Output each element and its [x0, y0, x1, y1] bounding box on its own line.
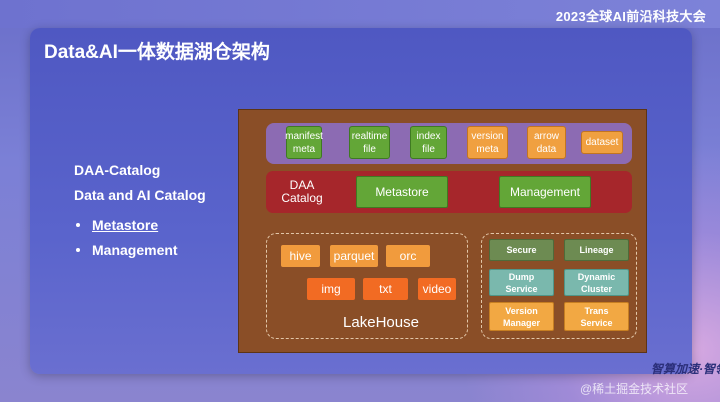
service-trans: Trans Service — [564, 302, 629, 331]
top-strip — [0, 0, 720, 28]
conference-logo: 智算加速·智领未来 — [651, 360, 720, 398]
format-hive: hive — [281, 245, 320, 267]
catalog-description: Data and AI Catalog — [74, 187, 206, 203]
catalog-name: DAA-Catalog — [74, 162, 161, 178]
management-box: Management — [499, 176, 591, 208]
logo-text: 智算加速·智领未来 — [651, 362, 720, 376]
chip-arrow-data: arrow data — [527, 126, 566, 159]
format-txt: txt — [363, 278, 408, 300]
format-img: img — [307, 278, 355, 300]
metastore-box: Metastore — [356, 176, 448, 208]
chip-index-file: index file — [410, 126, 447, 159]
daa-catalog-label: DAA Catalog — [281, 178, 323, 205]
chip-version-meta: version meta — [467, 126, 508, 159]
watermark: @稀土掘金技术社区 — [580, 382, 689, 396]
services-group — [481, 233, 637, 339]
service-secure: Secure — [489, 239, 554, 261]
left-text: DAA-Catalog Data and AI Catalog Metastor… — [74, 162, 206, 262]
chip-manifest-meta: manifest meta — [285, 126, 323, 159]
format-video: video — [418, 278, 456, 300]
chip-realtime-file: realtime file — [349, 126, 390, 159]
format-orc: orc — [386, 245, 430, 267]
bullet-management: Management — [74, 237, 206, 262]
chip-dataset: dataset — [581, 131, 623, 154]
service-version-manager: Version Manager — [489, 302, 554, 331]
format-parquet: parquet — [330, 245, 378, 267]
bullet-text: Management — [92, 241, 178, 258]
lakehouse-label: LakeHouse — [343, 314, 419, 331]
bullet-metastore: Metastore — [74, 212, 206, 237]
service-lineage: Lineage — [564, 239, 629, 261]
bullet-text: Metastore — [92, 216, 159, 233]
service-dump: Dump Service — [489, 269, 554, 296]
lakehouse-group — [266, 233, 468, 339]
service-dynamic-cluster: Dynamic Cluster — [564, 269, 629, 296]
catalog-items-row — [266, 123, 632, 164]
bullet-dot — [76, 247, 80, 252]
event-title: 2023全球AI前沿科技大会 — [555, 9, 706, 24]
bullet-dot — [76, 222, 80, 227]
slide-title: Data&AI一体数据湖仓架构 — [44, 42, 270, 63]
